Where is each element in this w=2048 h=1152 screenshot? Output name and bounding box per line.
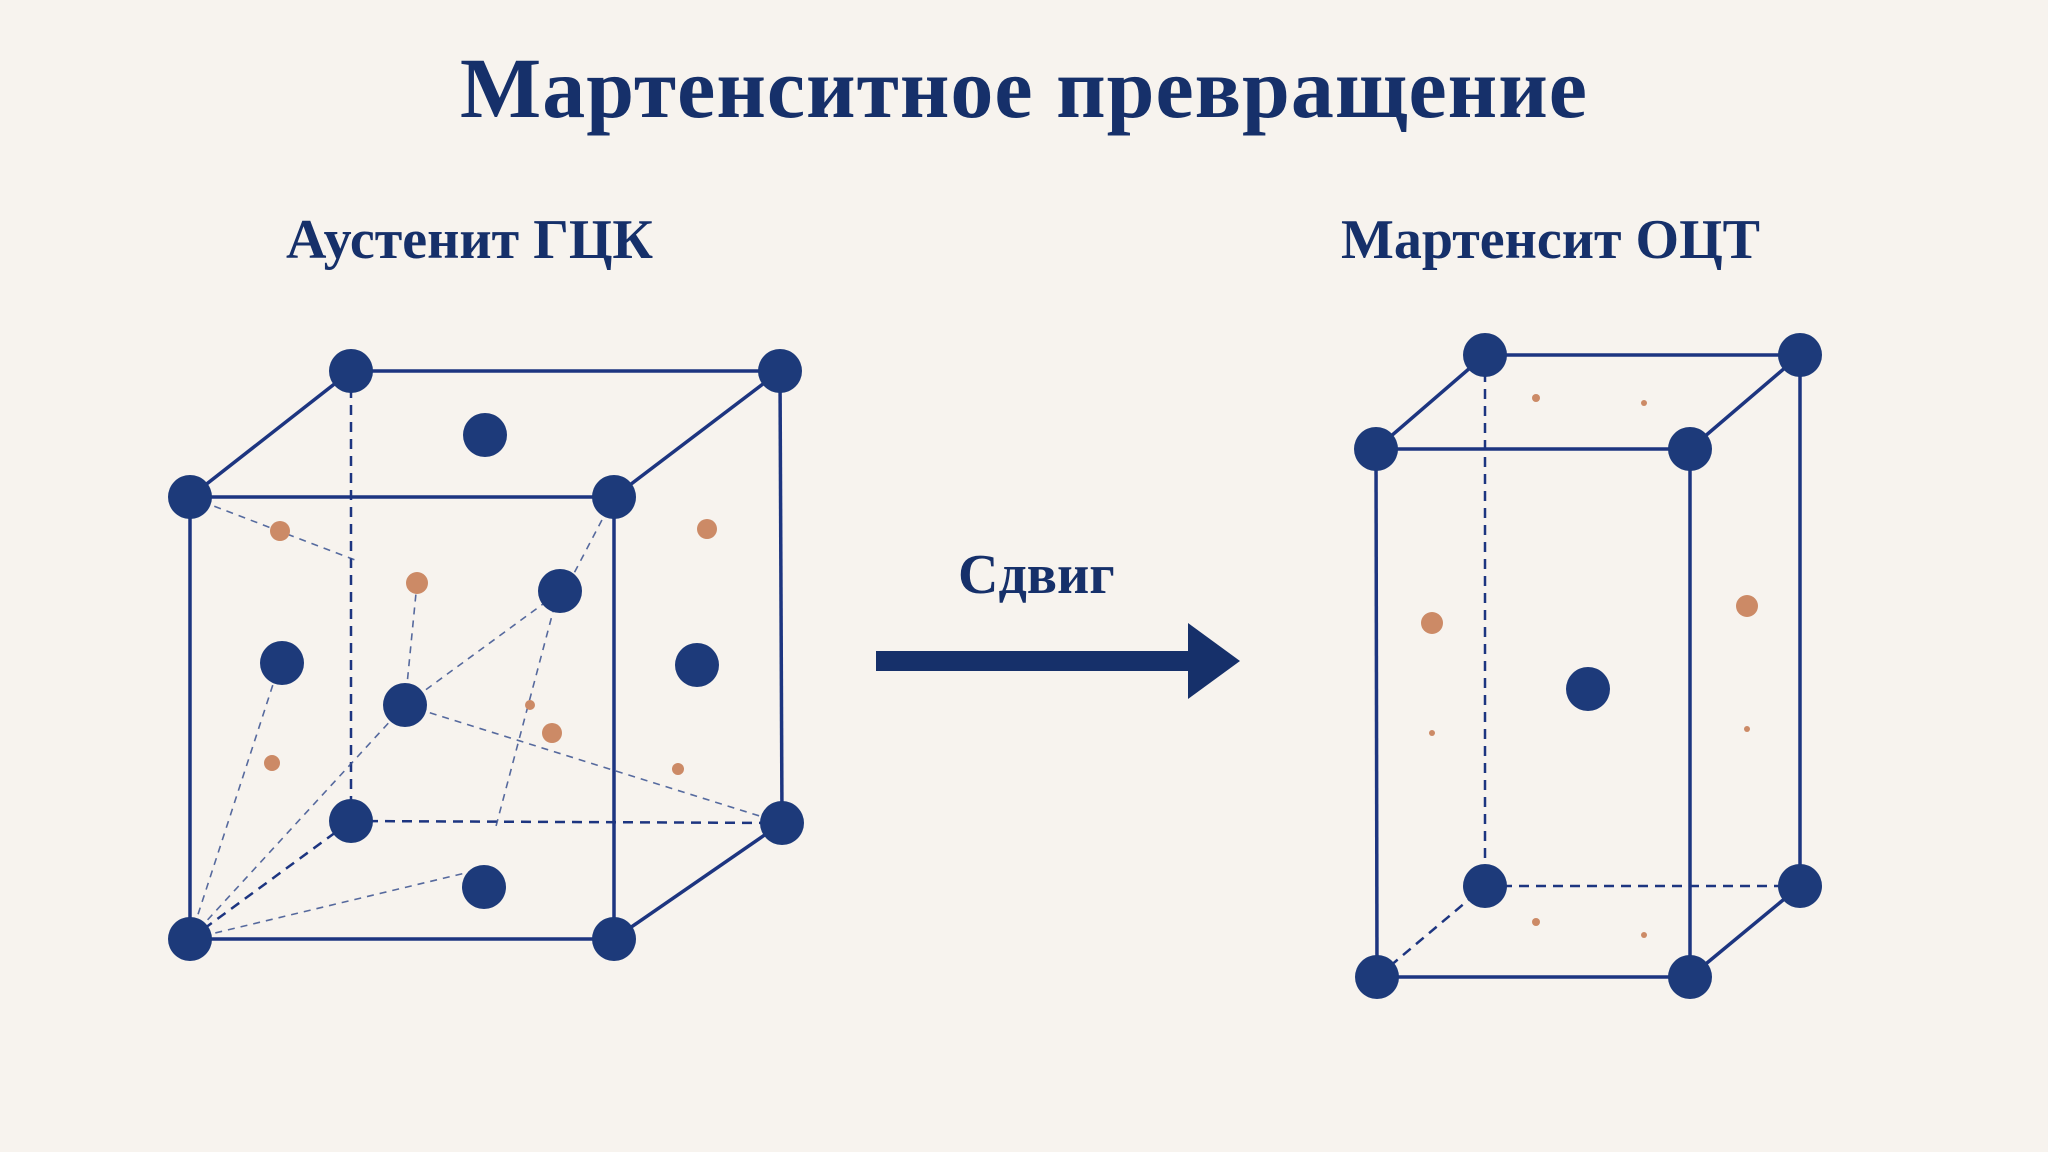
shear-label: Сдвиг	[958, 544, 1115, 606]
shear-arrow[interactable]	[876, 623, 1240, 699]
martensite-bct-label: Мартенсит ОЦТ	[1341, 209, 1760, 271]
fcc-edges-hidden	[189, 371, 783, 941]
fcc-unit-cell	[168, 349, 804, 961]
bct-iron-atoms	[1354, 333, 1822, 999]
page-title: Мартенситное превращение	[460, 40, 1588, 136]
austenite-fcc-label: Аустенит ГЦК	[286, 209, 653, 271]
bct-edges-hidden	[1376, 355, 1800, 978]
fcc-iron-atoms	[168, 349, 804, 961]
fcc-edges-solid	[188, 369, 784, 941]
bct-unit-cell	[1354, 333, 1822, 999]
bct-edges-solid	[1374, 353, 1802, 979]
fcc-carbon-atoms	[264, 519, 717, 775]
bct-carbon-atoms	[1421, 394, 1758, 938]
